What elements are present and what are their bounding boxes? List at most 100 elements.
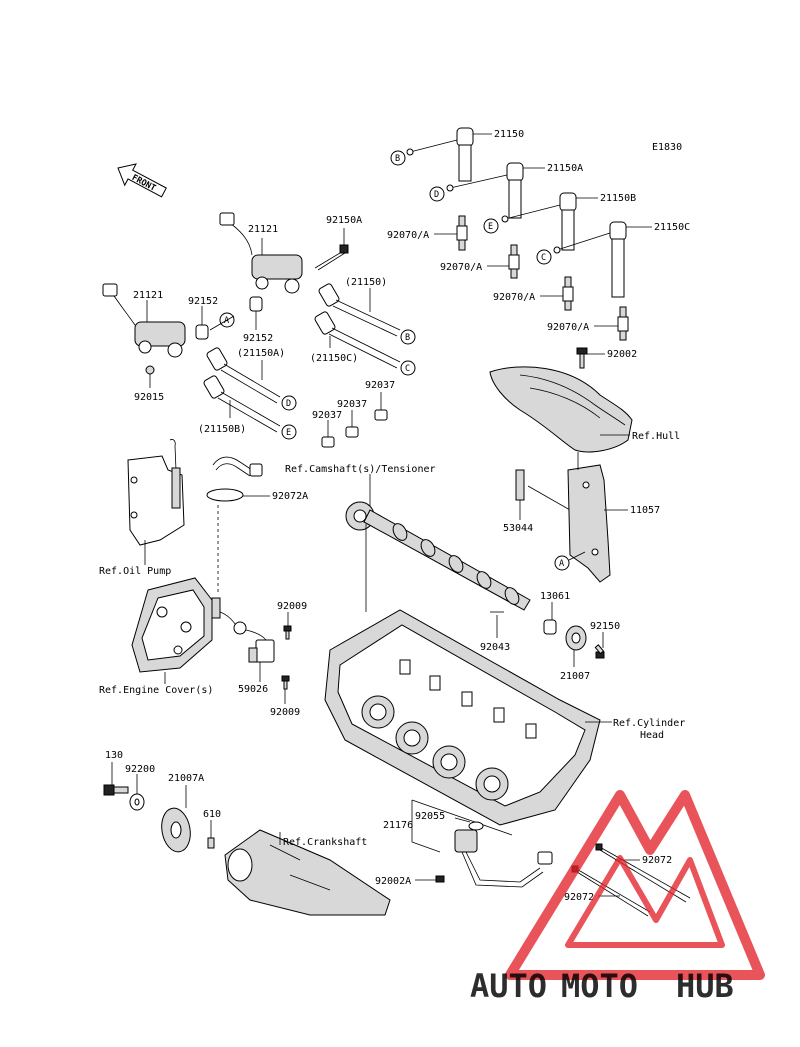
label-92070A-3: 92070/A <box>493 292 535 303</box>
spark-plug-2 <box>508 244 520 279</box>
bolt-92150 <box>594 644 605 659</box>
label-92002A: 92002A <box>375 876 411 887</box>
svg-text:C: C <box>405 364 410 374</box>
clip-92037-a <box>321 436 335 448</box>
svg-text:D: D <box>434 190 439 200</box>
ref-oil-pump: Ref.Oil Pump <box>99 566 171 577</box>
spark-plug-4 <box>617 306 629 341</box>
collar-92152-a <box>195 324 209 340</box>
timing-rotor-21007A <box>161 807 191 853</box>
sensor-21176 <box>454 829 553 888</box>
cylinder-head <box>324 609 601 826</box>
svg-text:C: C <box>541 253 546 263</box>
crankshaft <box>224 829 391 916</box>
hull-shape <box>489 366 633 453</box>
front-arrow-icon: FRONT <box>117 163 167 198</box>
spark-plug-3 <box>562 276 574 311</box>
label-92070A-4: 92070/A <box>547 322 589 333</box>
connector-E-top: E <box>483 218 499 234</box>
label-130: 130 <box>105 750 123 761</box>
connector-B-mid: B <box>400 329 416 345</box>
bolt-92002 <box>576 347 588 369</box>
label-92072-b: 92072 <box>564 892 594 903</box>
label-21007: 21007 <box>560 671 590 682</box>
label-92055: 92055 <box>415 811 445 822</box>
connector-D-top: D <box>429 186 445 202</box>
bolt-92009-a <box>283 625 292 640</box>
label-92070A-1: 92070/A <box>387 230 429 241</box>
washer-92200 <box>129 793 145 811</box>
svg-text:B: B <box>395 154 400 164</box>
label-13061: 13061 <box>540 591 570 602</box>
connector-C-mid: C <box>400 360 416 376</box>
label-92015: 92015 <box>134 392 164 403</box>
stick-coil-21150B <box>501 192 598 251</box>
label-21007A: 21007A <box>168 773 204 784</box>
label-92152-b: 92152 <box>243 333 273 344</box>
bolt-92150A <box>314 244 349 271</box>
collar-92152-b <box>249 296 263 312</box>
ref-cylinder-head-line2: Head <box>640 730 664 741</box>
label-92150A: 92150A <box>326 215 362 226</box>
connector-C-top: C <box>536 249 552 265</box>
label-21150A-paren: (21150A) <box>237 348 285 359</box>
bolt-130 <box>103 784 129 796</box>
ref-cylinder-head-line1: Ref.Cylinder <box>613 718 685 729</box>
stick-coil-21150C <box>553 221 652 298</box>
svg-text:B: B <box>405 333 410 343</box>
label-53044: 53044 <box>503 523 533 534</box>
plug-cap-21150B <box>203 375 281 433</box>
label-92150: 92150 <box>590 621 620 632</box>
spark-plug-1 <box>456 215 468 251</box>
svg-text:HUB: HUB <box>676 967 734 1005</box>
label-92009-a: 92009 <box>277 601 307 612</box>
clip-92037-b <box>345 426 359 438</box>
label-21150B: 21150B <box>600 193 636 204</box>
label-92200: 92200 <box>125 764 155 775</box>
svg-text:E: E <box>488 222 493 232</box>
label-21150A: 21150A <box>547 163 583 174</box>
stick-coil-21150 <box>406 127 492 182</box>
svg-text:E: E <box>286 428 291 438</box>
bracket-11057 <box>567 464 611 583</box>
label-92072-a: 92072 <box>642 855 672 866</box>
label-21121-left: 21121 <box>133 290 163 301</box>
connector-B-top: B <box>390 150 406 166</box>
svg-text:A: A <box>559 559 564 569</box>
label-92002: 92002 <box>607 349 637 360</box>
coil-pack-left <box>102 283 186 358</box>
label-610: 610 <box>203 809 221 820</box>
collar-13061 <box>543 619 557 635</box>
label-92072A: 92072A <box>272 491 308 502</box>
label-21176: 21176 <box>383 820 413 831</box>
label-92070A-2: 92070/A <box>440 262 482 273</box>
label-21121-top: 21121 <box>248 224 278 235</box>
camshaft <box>345 501 531 611</box>
clamp-92072A <box>206 488 244 502</box>
bolt-92002A <box>435 875 445 883</box>
svg-text:AUTO: AUTO <box>470 967 547 1005</box>
label-21150-paren: (21150) <box>345 277 387 288</box>
label-21150: 21150 <box>494 129 524 140</box>
sensor-hose <box>212 456 263 477</box>
label-21150C: 21150C <box>654 222 690 233</box>
connector-D-mid: D <box>281 395 297 411</box>
ref-camshaft: Ref.Camshaft(s)/Tensioner <box>285 464 436 475</box>
label-92037-c: 92037 <box>365 380 395 391</box>
sensor-59026 <box>211 597 275 663</box>
label-11057: 11057 <box>630 505 660 516</box>
label-59026: 59026 <box>238 684 268 695</box>
plug-cap-21150C <box>314 311 401 369</box>
clip-92037-c <box>374 409 388 421</box>
plug-cap-21150 <box>318 283 401 337</box>
label-21150B-paren: (21150B) <box>198 424 246 435</box>
watermark-logo <box>505 790 765 980</box>
ref-engine-cover: Ref.Engine Cover(s) <box>99 685 213 696</box>
label-92152-a: 92152 <box>188 296 218 307</box>
connector-A-bracket: A <box>554 555 570 571</box>
svg-text:D: D <box>286 399 291 409</box>
ref-crankshaft: Ref.Crankshaft <box>283 837 367 848</box>
stick-coil-21150A <box>446 162 545 219</box>
svg-text:MOTO: MOTO <box>561 967 638 1005</box>
